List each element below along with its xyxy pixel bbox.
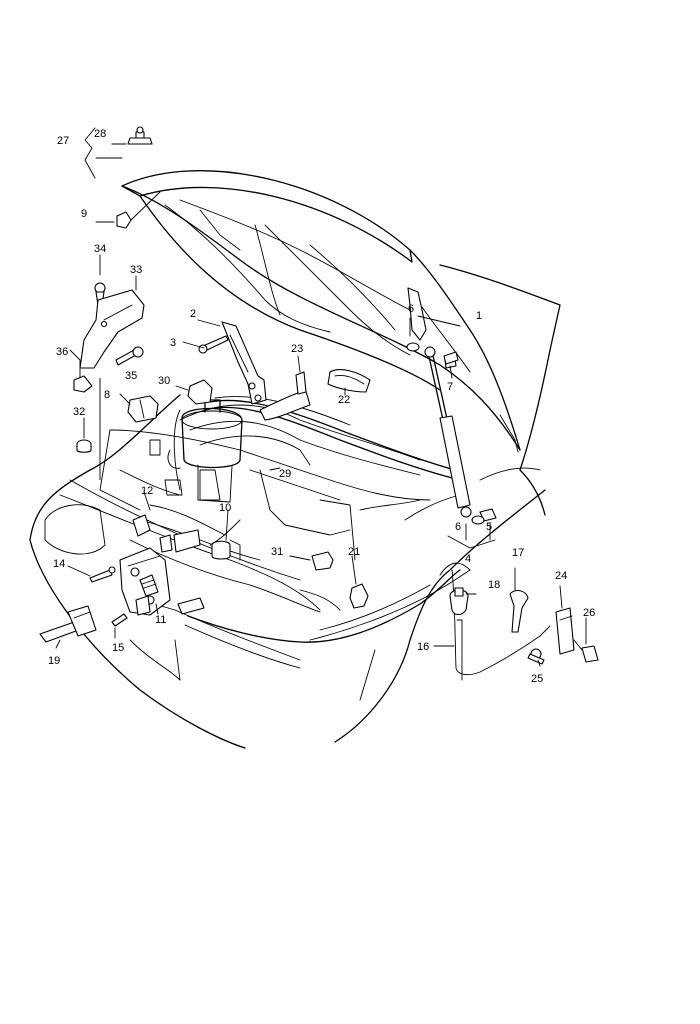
guide-11 [177, 597, 205, 615]
callout-6b: 6 [455, 521, 461, 533]
grommet-32 [76, 439, 92, 453]
callout-36: 36 [56, 346, 68, 358]
car-body-outline [29, 264, 561, 749]
callout-25: 25 [531, 673, 543, 685]
callout-6: 6 [408, 303, 414, 315]
callout-35: 35 [125, 370, 137, 382]
callout-1: 1 [476, 310, 482, 322]
callout-33: 33 [130, 264, 142, 276]
callout-11: 11 [155, 614, 166, 626]
callout-21: 21 [348, 546, 360, 558]
grommet-18 [449, 587, 469, 616]
release-cable-16 [187, 569, 551, 681]
callout-5: 5 [486, 521, 492, 533]
callout-4: 4 [465, 553, 471, 565]
callout-16: 16 [417, 641, 429, 653]
callout-31: 31 [271, 546, 283, 558]
screw-25 [527, 648, 545, 665]
screw-14 [89, 566, 116, 583]
plug-9 [116, 191, 161, 229]
clip-10 [173, 529, 231, 560]
buffer-30 [187, 379, 213, 405]
buffer-8 [127, 395, 159, 423]
screw-35 [115, 346, 144, 366]
callout-24: 24 [555, 570, 567, 582]
callout-14: 14 [53, 558, 65, 570]
callout-17: 17 [512, 547, 524, 559]
bracket-33 [79, 289, 145, 369]
callout-23: 23 [291, 343, 303, 355]
callout-labels: 27 28 9 34 33 2 3 36 35 8 30 32 23 22 1 … [48, 128, 595, 685]
clip-31 [311, 551, 334, 571]
callout-22: 22 [338, 394, 350, 406]
callout-27: 27 [57, 135, 69, 147]
callout-8: 8 [104, 389, 110, 401]
clip-28 [127, 126, 153, 145]
screw-15 [111, 613, 128, 627]
coolant-reservoir [181, 399, 243, 503]
lever-17 [509, 589, 529, 633]
bonnet-panel [121, 170, 521, 453]
catch-12 [132, 514, 173, 553]
hinge-right [407, 287, 427, 341]
callout-28: 28 [94, 128, 106, 140]
callout-26: 26 [583, 607, 595, 619]
engine-bay [99, 404, 461, 613]
bolt-3 [198, 335, 229, 354]
nut-7 [443, 351, 459, 365]
bonnet-seal [204, 396, 463, 481]
clip-21 [349, 583, 369, 609]
callout-10: 10 [219, 502, 231, 514]
release-handle-19 [39, 605, 97, 643]
callout-18: 18 [488, 579, 500, 591]
callout-2: 2 [190, 308, 196, 320]
callout-12: 12 [141, 485, 153, 497]
leader-lines [55, 127, 587, 667]
callout-30: 30 [158, 375, 170, 387]
clip-6-top [406, 342, 420, 352]
hinge-left [221, 321, 267, 405]
sound-pad-22 [327, 369, 371, 393]
lock-mechanism [119, 547, 171, 616]
callout-7: 7 [447, 381, 453, 393]
callout-32: 32 [73, 406, 85, 418]
clip-6-bottom [471, 515, 485, 525]
callout-15: 15 [112, 642, 124, 654]
callout-19: 19 [48, 655, 60, 667]
callout-9: 9 [81, 208, 87, 220]
gas-strut [424, 346, 497, 522]
bracket-23 [259, 371, 311, 421]
bracket-24 [555, 607, 575, 655]
callout-29: 29 [279, 468, 291, 480]
callout-34: 34 [94, 243, 106, 255]
clip-26 [573, 639, 599, 663]
callout-3: 3 [170, 337, 176, 349]
clip-36 [73, 375, 93, 393]
